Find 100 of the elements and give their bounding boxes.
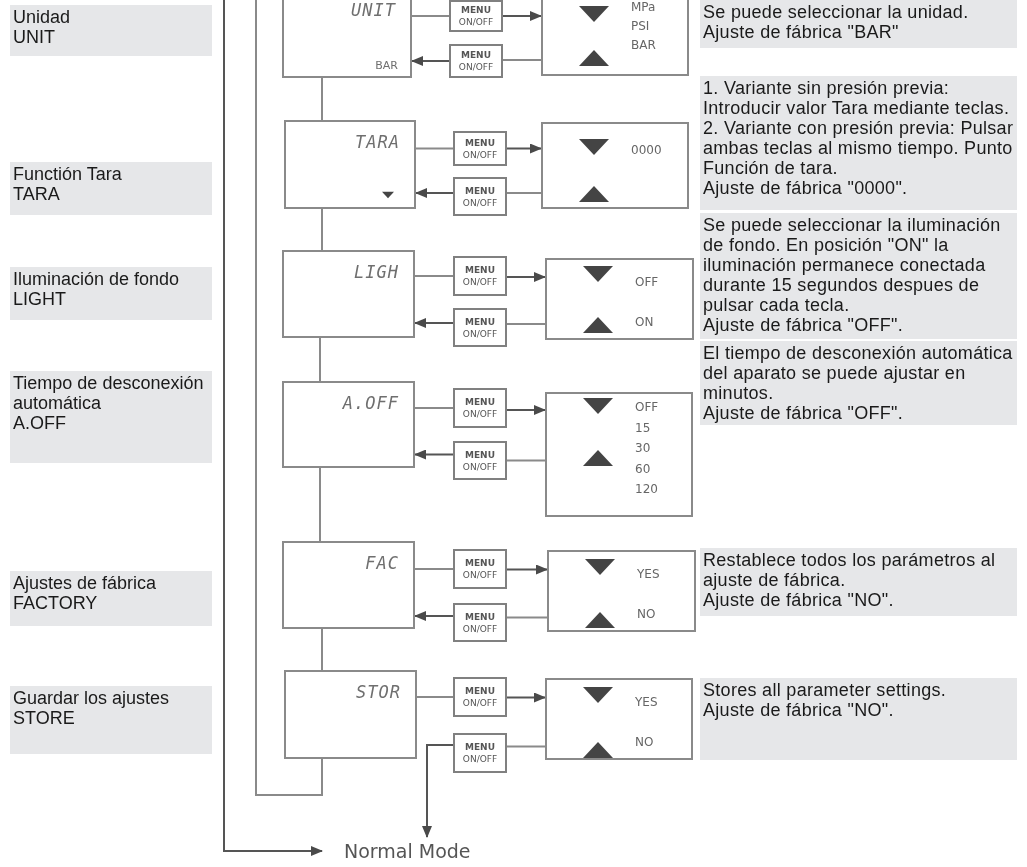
options-box (545, 258, 694, 340)
connector-line (414, 407, 454, 409)
arrow (422, 744, 454, 838)
display-text: FAC (365, 553, 399, 573)
parameter-label-band (10, 571, 212, 626)
option-value: 30 (635, 440, 651, 457)
display-text: STOR (356, 682, 401, 702)
menu-key: MENU ON/OFF (449, 0, 503, 32)
description-text: 2. Variante con presión previa: Pulsar ambas teclas al mismo tiempo. Punto Función de tara. (703, 118, 1014, 178)
connector-line (506, 616, 548, 619)
description-panel (700, 76, 1017, 210)
parameter-name: Ajustes de fábrica (13, 573, 158, 593)
description-text: Se puede seleccionar la iluminación de fondo. En posición "ON" la iluminación permanece conectada durante 15 segundos despues de pulsar cada tecla. (703, 215, 1002, 315)
options-box (541, 0, 689, 76)
description-text: Se puede seleccionar la unidad. (703, 2, 970, 22)
connector-line (506, 745, 546, 748)
description-text: Restablece todos los parámetros al ajuste de fábrica. (703, 550, 997, 590)
description-panel (700, 0, 1017, 48)
arrow (415, 188, 454, 198)
arrow (411, 56, 450, 66)
connector-line (416, 696, 454, 698)
connector-line (414, 275, 454, 277)
parameter-code: A.OFF (13, 413, 67, 433)
parameter-code: TARA (13, 184, 61, 204)
arrow (506, 692, 546, 703)
description-text: El tiempo de desconexión automática del aparato se puede ajustar en minutos. (703, 343, 1014, 403)
parameter-label-band (10, 162, 212, 215)
description-panel (700, 678, 1017, 760)
lcd-display (282, 250, 415, 338)
menu-key: MENU ON/OFF (453, 177, 507, 216)
description-panel (700, 341, 1017, 425)
menu-key: MENU ON/OFF (453, 388, 507, 428)
display-text: LIGH (354, 262, 399, 282)
parameter-name: Iluminación de fondo (13, 269, 181, 289)
menu-key: MENU ON/OFF (453, 308, 507, 347)
options-box (545, 392, 693, 517)
connector-line (411, 15, 450, 17)
connector-line (321, 208, 323, 251)
parameter-code: LIGHT (13, 289, 67, 309)
option-value: YES (637, 566, 660, 583)
connector-line (506, 323, 546, 325)
description-text: Ajuste de fábrica "OFF". (703, 315, 905, 335)
lcd-display (284, 120, 416, 209)
option-value: 60 (635, 460, 651, 478)
options-box (545, 678, 693, 760)
description-text: Ajuste de fábrica "NO". (703, 700, 895, 720)
option-value: ON (635, 314, 654, 331)
connector-line (506, 459, 546, 462)
connector-line (319, 467, 321, 542)
connector-line (414, 568, 454, 570)
parameter-code: FACTORY (13, 593, 99, 613)
connector-line (321, 628, 323, 671)
arrow (414, 449, 454, 460)
lcd-display (282, 381, 415, 468)
description-text: 1. Variante sin presión previa: Introducir valor Tara mediante teclas. (703, 78, 1011, 118)
connector-line (321, 77, 323, 121)
option-value: 120 (635, 481, 658, 498)
parameter-name: Tiempo de desconexión automática (13, 373, 205, 413)
description-text: Stores all parameter settings. (703, 680, 948, 700)
lcd-display (282, 541, 415, 629)
arrow (414, 318, 454, 328)
options-box (547, 550, 696, 632)
connector-line (506, 192, 542, 194)
lcd-display (282, 0, 412, 78)
parameter-name: Unidad (13, 7, 72, 27)
parameter-name: Guardar los ajustes (13, 688, 171, 708)
arrow (223, 0, 323, 856)
parameter-code: STORE (13, 708, 76, 728)
connector-line (415, 147, 454, 150)
parameter-label-band (10, 267, 212, 320)
description-text: Ajuste de fábrica "BAR" (703, 22, 900, 42)
option-value: MPa (631, 0, 656, 16)
description-panel (700, 548, 1017, 616)
arrow (414, 611, 454, 621)
menu-key: MENU ON/OFF (453, 733, 507, 773)
parameter-label-band (10, 5, 212, 56)
arrow (502, 11, 542, 21)
arrow (506, 405, 546, 415)
option-value: OFF (635, 399, 659, 416)
menu-key: MENU ON/OFF (453, 677, 507, 717)
option-value: BAR (631, 37, 656, 54)
display-text: TARA (355, 132, 400, 152)
menu-key: MENU ON/OFF (453, 256, 507, 296)
parameter-label-band (10, 371, 212, 463)
option-value: 0000 (631, 142, 662, 159)
arrow (506, 143, 542, 154)
lcd-display (284, 670, 417, 759)
option-value: NO (637, 606, 656, 623)
connector-line (255, 0, 323, 796)
description-text: Ajuste de fábrica "OFF". (703, 403, 905, 423)
menu-key: MENU ON/OFF (453, 549, 507, 589)
parameter-name: Functión Tara (13, 164, 123, 184)
option-value: NO (635, 734, 654, 751)
display-text: A.OFF (342, 393, 399, 413)
description-text: Ajuste de fábrica "0000". (703, 178, 909, 198)
option-value: PSI (631, 18, 650, 35)
description-text: Ajuste de fábrica "NO". (703, 590, 895, 610)
display-text: UNIT (351, 0, 396, 20)
arrow (506, 272, 546, 282)
menu-key: MENU ON/OFF (449, 44, 503, 78)
